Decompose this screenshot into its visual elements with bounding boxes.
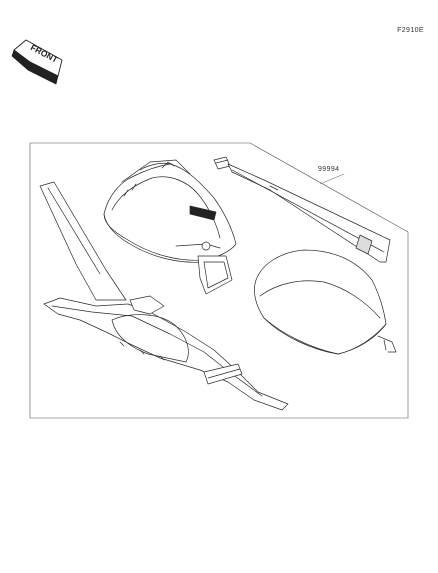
strap-belt bbox=[213, 156, 391, 263]
seat-bag bbox=[254, 249, 397, 355]
front-arrow-icon: FRONT bbox=[11, 39, 63, 85]
part-number-label[interactable]: 99994 bbox=[318, 166, 340, 173]
tank-bag bbox=[103, 159, 237, 295]
figure-code: F2910E bbox=[397, 27, 424, 34]
leader-line bbox=[319, 173, 345, 185]
harness-strap bbox=[39, 181, 289, 411]
assembly-frame bbox=[29, 142, 409, 419]
